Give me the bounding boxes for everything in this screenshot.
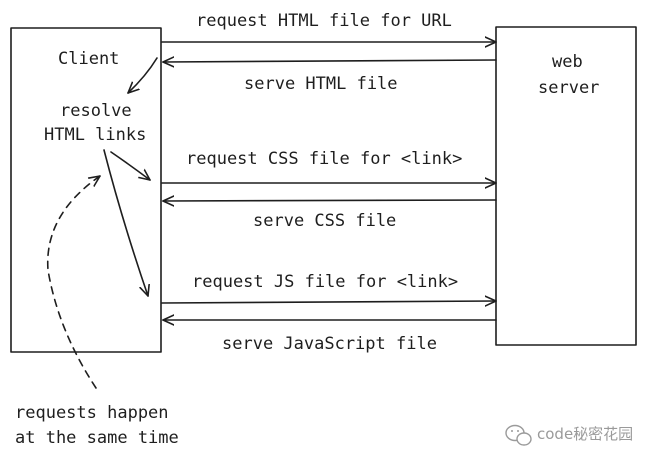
concurrency-note-arrow — [46, 175, 101, 389]
serve-js-label: serve JavaScript file — [222, 334, 437, 354]
note-line2: at the same time — [15, 428, 179, 448]
request-js-label: request JS file for <link> — [192, 272, 458, 292]
html-to-resolve-arrow — [127, 57, 158, 94]
request-js-arrow — [161, 301, 497, 303]
client-title: Client — [58, 49, 119, 69]
web-server-box — [495, 26, 637, 346]
server-label-line2: server — [538, 78, 599, 98]
resolve-step-line2: HTML links — [44, 125, 146, 145]
note-line1: requests happen — [15, 403, 169, 423]
resolve-to-js-arrow — [103, 149, 148, 297]
resolve-step-line1: resolve — [60, 101, 132, 121]
client-box — [10, 27, 162, 353]
serve-css-label: serve CSS file — [253, 211, 396, 231]
serve-html-arrow — [162, 60, 497, 62]
serve-css-arrow — [162, 200, 497, 201]
request-css-label: request CSS file for <link> — [186, 149, 462, 169]
request-html-label: request HTML file for URL — [196, 11, 452, 31]
serve-html-label: serve HTML file — [244, 74, 398, 94]
watermark-text: code秘密花园 — [537, 425, 633, 443]
server-label-line1: web — [552, 52, 583, 72]
resolve-to-css-arrow — [110, 151, 151, 181]
wechat-icon — [505, 424, 532, 446]
